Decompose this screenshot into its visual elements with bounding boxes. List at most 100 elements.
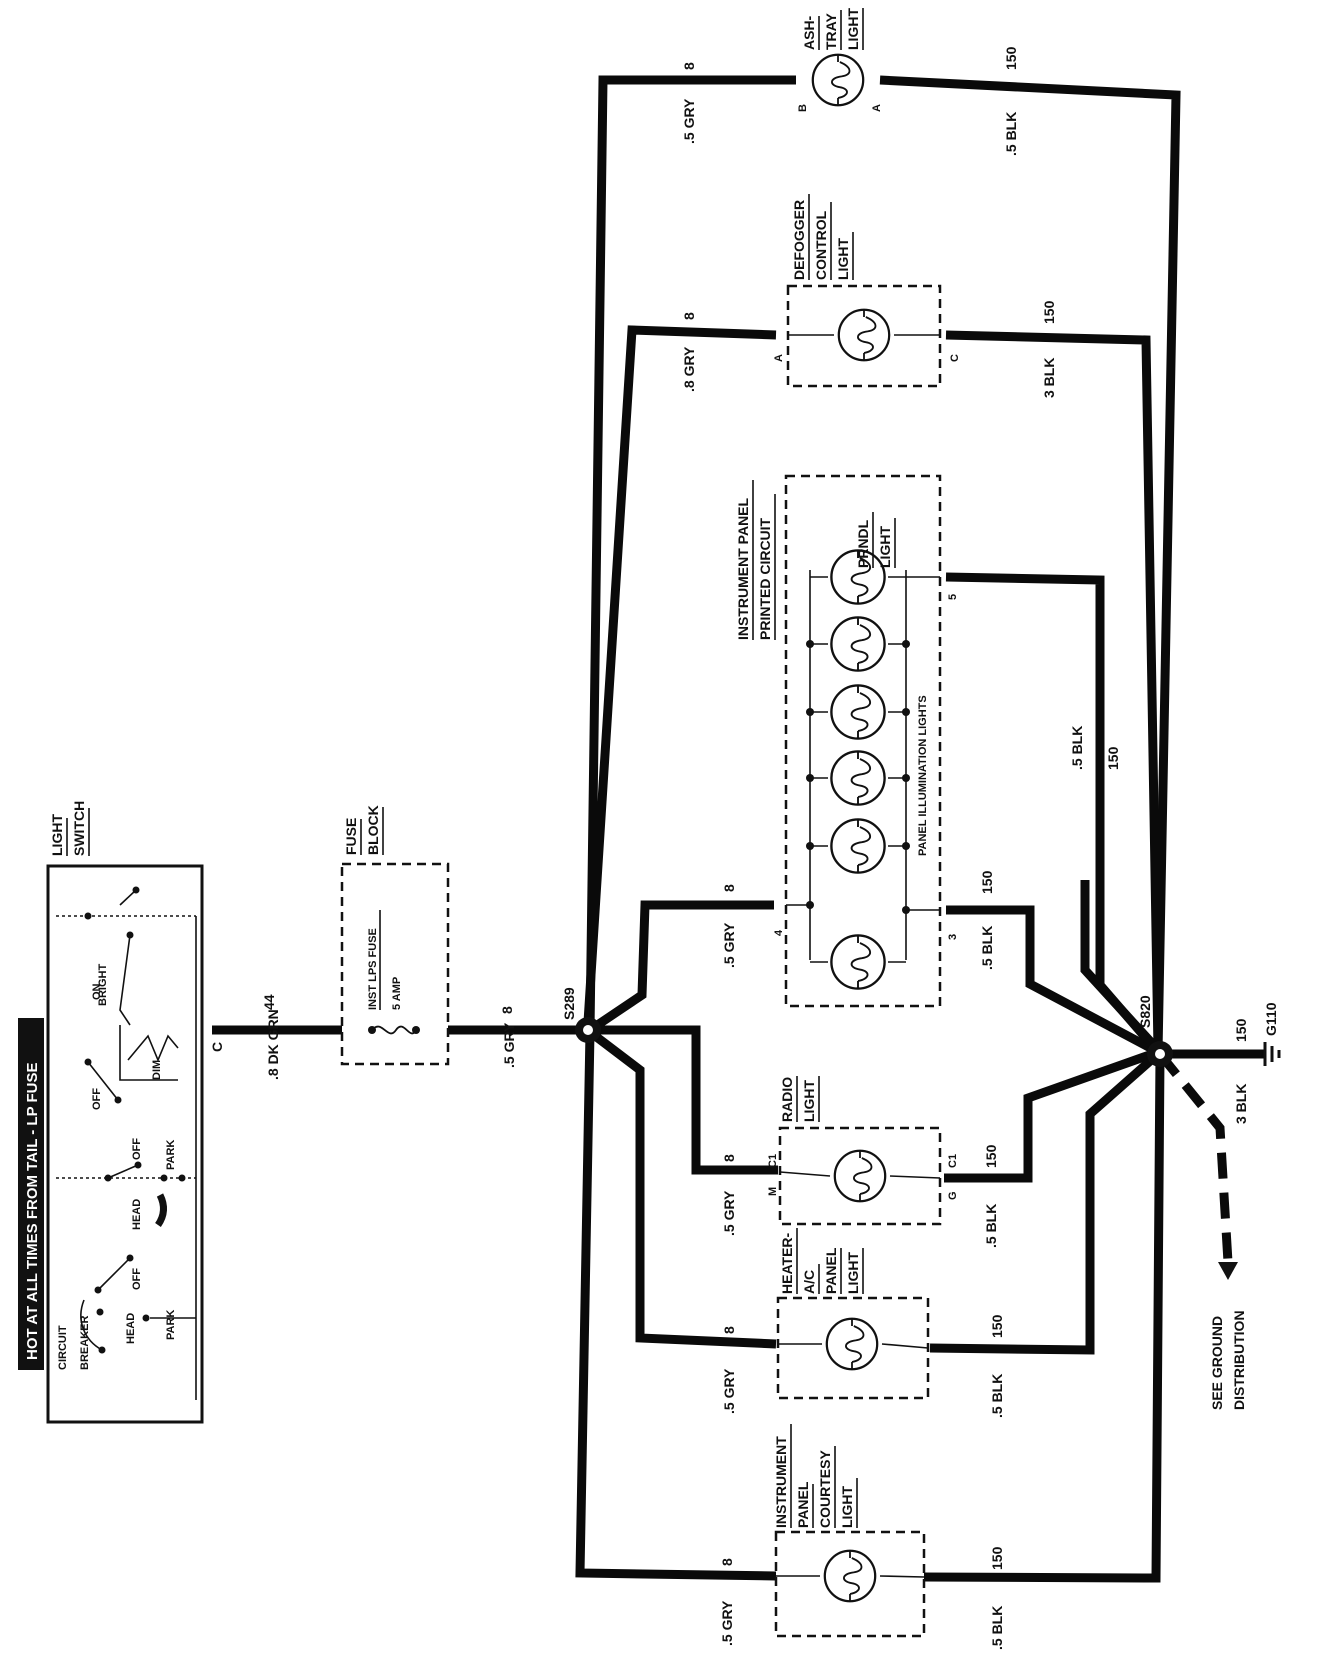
wl-8-defogger: 8 <box>681 312 697 320</box>
wl-blk-defogger: 3 BLK <box>1041 358 1057 398</box>
wl-150-ip5: 150 <box>1105 746 1121 770</box>
radio-pin-g: G <box>947 1191 959 1200</box>
ip-pin-4: 4 <box>773 929 785 936</box>
wl-blk-heater: .5 BLK <box>989 1374 1005 1418</box>
ip-pin-3: 3 <box>947 934 959 940</box>
wl-150-radio: 150 <box>983 1144 999 1168</box>
ashtray-pin-a: A <box>871 104 883 112</box>
ip-circuit-label-1: INSTRUMENT PANEL <box>735 497 751 640</box>
heater-label-4: LIGHT <box>845 1252 861 1294</box>
courtesy-label-2: PANEL <box>795 1481 811 1528</box>
splice-s820-label: S820 <box>1137 995 1153 1028</box>
panel-illumination-label: PANEL ILLUMINATION LIGHTS <box>917 695 929 856</box>
light-switch: LIGHT SWITCH ON BRIGHT <box>46 801 225 1424</box>
heater-ac-panel-light: HEATER- A/C PANEL LIGHT <box>776 1228 930 1400</box>
defogger-pin-c: C <box>949 354 961 362</box>
courtesy-label-4: LIGHT <box>839 1486 855 1528</box>
defogger-control-light: DEFOGGER CONTROL LIGHT A C <box>773 194 961 388</box>
sw-pos-off-1: OFF <box>91 1088 103 1110</box>
wl-150-heater: 150 <box>989 1314 1005 1338</box>
sw-pos-dim: DIM <box>151 1060 163 1080</box>
ashtray-pin-b: B <box>797 104 809 112</box>
splice-s289-label: S289 <box>561 987 577 1020</box>
wl-44: 44 <box>261 994 277 1010</box>
wl-blk-courtesy: .5 BLK <box>989 1606 1005 1650</box>
wires <box>212 75 1265 1583</box>
courtesy-label-3: COURTESY <box>817 1450 833 1528</box>
wl-gry-fuse: .5 GRY <box>501 1022 517 1068</box>
wl-8-radio: 8 <box>721 1154 737 1162</box>
circuit-breaker-label-2: BREAKER <box>79 1316 91 1370</box>
heater-label-1: HEATER- <box>779 1232 795 1294</box>
sw-pos-park-2: PARK <box>165 1310 177 1340</box>
wl-gry-courtesy: .5 GRY <box>719 1600 735 1646</box>
wl-150-courtesy: 150 <box>989 1546 1005 1570</box>
ashtray-label-1: ASH- <box>801 15 817 50</box>
ground-g110: G110 SEE GROUND DISTRIBUTION <box>1209 1002 1281 1410</box>
title-banner: HOT AT ALL TIMES FROM TAIL - LP FUSE <box>18 1018 44 1370</box>
ashtray-light: ASH- TRAY LIGHT B A <box>797 8 883 112</box>
wire-labels: .8 DK GRN 44 .5 GRY 8 .5 GRY 8 .5 BLK 15… <box>261 46 1249 1650</box>
see-ground-2: DISTRIBUTION <box>1231 1310 1247 1410</box>
ip-circuit-label-2: PRINTED CIRCUIT <box>757 517 773 640</box>
wl-blk-ip5: .5 BLK <box>1069 726 1085 770</box>
radio-label-1: RADIO <box>779 1077 795 1122</box>
heater-label-2: A/C <box>801 1270 817 1294</box>
wl-gry-ashtray: .5 GRY <box>681 98 697 144</box>
sw-pos-head-2: HEAD <box>125 1313 137 1344</box>
defogger-label-3: LIGHT <box>835 238 851 280</box>
radio-pin-m: M <box>767 1187 779 1196</box>
wl-gry-ip4: .5 GRY <box>721 922 737 968</box>
wl-gry-radio: .5 GRY <box>721 1190 737 1236</box>
sw-pos-on: ON <box>91 983 103 1000</box>
wl-8-ip4: 8 <box>721 884 737 892</box>
sw-pos-park-1: PARK <box>165 1140 177 1170</box>
light-switch-label-2: SWITCH <box>71 801 87 856</box>
wl-blk-ip3: .5 BLK <box>979 926 995 970</box>
wl-150-ip3: 150 <box>979 870 995 894</box>
light-switch-label-1: LIGHT <box>49 814 65 856</box>
splice-s289: S289 <box>561 987 601 1043</box>
fuse-block: FUSE BLOCK INST LPS FUSE 5 AMP <box>340 805 450 1066</box>
wl-8-courtesy: 8 <box>719 1558 735 1566</box>
prndl-label-1: PRNDL <box>855 519 871 568</box>
wl-dk-grn: .8 DK GRN <box>265 1009 281 1080</box>
circuit-breaker-label-1: CIRCUIT <box>57 1325 69 1370</box>
heater-label-3: PANEL <box>823 1247 839 1294</box>
see-ground-1: SEE GROUND <box>1209 1316 1225 1410</box>
fuse-rating: 5 AMP <box>391 977 403 1010</box>
wl-blk-radio: .5 BLK <box>983 1204 999 1248</box>
switch-connector-c: C <box>209 1042 225 1052</box>
fuse-block-label-1: FUSE <box>343 818 359 855</box>
wl-blk-ground: 3 BLK <box>1233 1084 1249 1124</box>
wl-8-fuse: 8 <box>499 1006 515 1014</box>
wl-150-defogger: 150 <box>1041 300 1057 324</box>
title-text: HOT AT ALL TIMES FROM TAIL - LP FUSE <box>24 1063 41 1361</box>
sw-pos-off-2: OFF <box>131 1138 143 1160</box>
wl-150-ground: 150 <box>1233 1018 1249 1042</box>
sw-pos-head-1: HEAD <box>131 1199 143 1230</box>
ashtray-label-2: TRAY <box>823 13 839 50</box>
defogger-pin-a: A <box>773 354 785 362</box>
fuse-name: INST LPS FUSE <box>367 928 379 1010</box>
ip-pin-5: 5 <box>947 594 959 600</box>
defogger-label-1: DEFOGGER <box>791 200 807 280</box>
splice-s820: S820 <box>1137 995 1173 1067</box>
radio-conn-in: C1 <box>767 1154 779 1168</box>
ip-courtesy-light: INSTRUMENT PANEL COURTESY LIGHT <box>773 1424 926 1638</box>
ground-label: G110 <box>1263 1002 1279 1036</box>
fuse-block-label-2: BLOCK <box>365 805 381 855</box>
radio-label-2: LIGHT <box>801 1080 817 1122</box>
sw-pos-off-3: OFF <box>131 1268 143 1290</box>
sw-pos-bright: BRIGHT <box>97 964 109 1006</box>
ip-printed-circuit: INSTRUMENT PANEL PRINTED CIRCUIT <box>735 474 959 1008</box>
wl-150-ashtray: 150 <box>1003 46 1019 70</box>
defogger-label-2: CONTROL <box>813 210 829 280</box>
wl-8-ashtray: 8 <box>681 62 697 70</box>
wl-8-heater: 8 <box>721 1326 737 1334</box>
wl-gry-defogger: .8 GRY <box>681 346 697 392</box>
prndl-label-2: LIGHT <box>877 526 893 568</box>
ashtray-label-3: LIGHT <box>845 8 861 50</box>
radio-conn-out: C1 <box>947 1154 959 1168</box>
